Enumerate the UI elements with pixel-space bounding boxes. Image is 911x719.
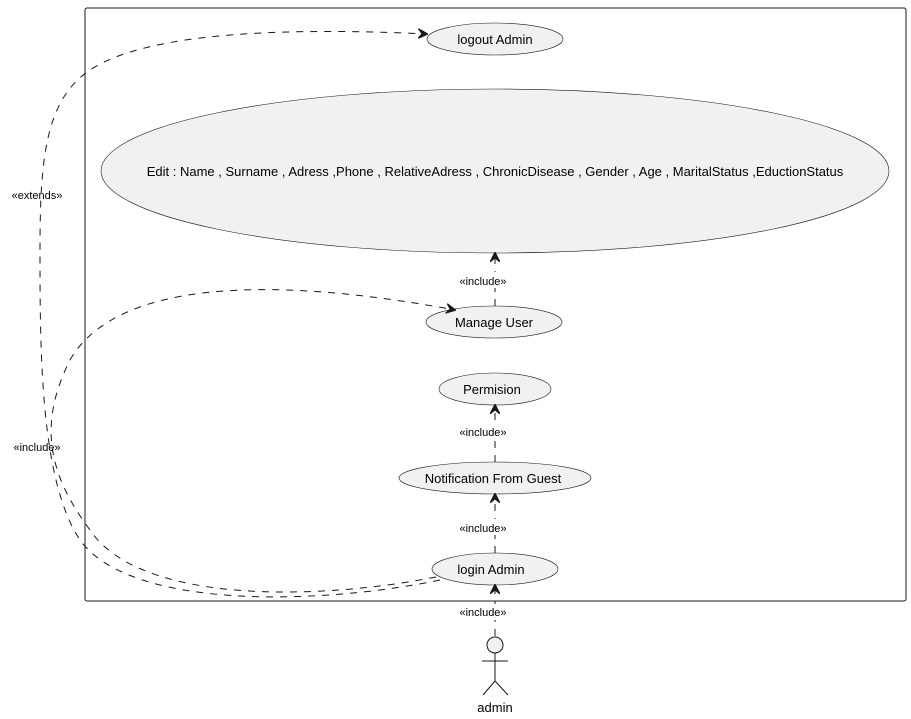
actor-admin[interactable]: admin (477, 636, 513, 715)
label-bg (452, 424, 514, 440)
include-label: «include» (459, 276, 506, 288)
actor-label: admin (477, 700, 512, 715)
use-case-label: Edit : Name , Surname , Adress ,Phone , … (147, 164, 844, 179)
use-case-label: Permision (463, 382, 521, 397)
use-case-label: Notification From Guest (425, 471, 562, 486)
include-arrow-login-to-manage-user (50, 289, 455, 593)
include-label: «include» (459, 607, 506, 619)
extends-label: «extends» (12, 190, 63, 202)
use-case-login-admin[interactable]: login Admin (431, 552, 559, 586)
use-case-edit-fields[interactable]: Edit : Name , Surname , Adress ,Phone , … (100, 88, 890, 254)
use-case-logout-admin[interactable]: logout Admin (426, 22, 564, 56)
include-label: «include» (459, 427, 506, 439)
label-bg (452, 604, 514, 620)
label-bg (452, 519, 514, 535)
use-case-manage-user[interactable]: Manage User (425, 305, 563, 339)
actor-right-leg (494, 680, 509, 696)
extends-arrow-login-to-logout (39, 31, 441, 598)
include-label: «include» (13, 442, 60, 454)
actor-left-leg (482, 680, 496, 696)
actor-head (486, 636, 504, 654)
use-case-label: Manage User (455, 315, 534, 330)
use-case-notification-from-guest[interactable]: Notification From Guest (398, 461, 592, 495)
include-label: «include» (459, 523, 506, 535)
use-case-label: login Admin (457, 562, 524, 577)
use-case-permision[interactable]: Permision (438, 372, 552, 406)
label-bg (452, 272, 514, 288)
use-case-label: logout Admin (457, 32, 532, 47)
